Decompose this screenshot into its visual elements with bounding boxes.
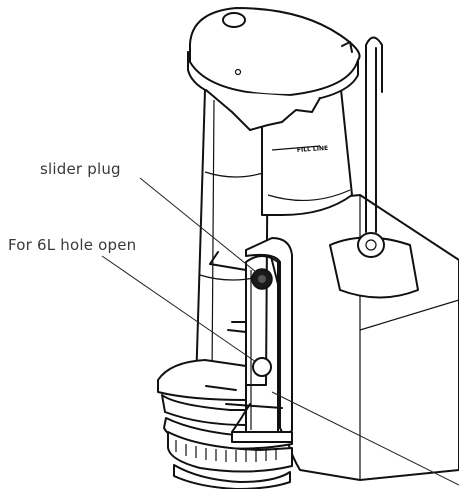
fill-valve-arm [357, 36, 385, 258]
leader-hole-open [101, 255, 257, 363]
hole-open-label: For 6L hole open [8, 236, 137, 254]
hole-6l [252, 357, 272, 377]
valve-base [157, 359, 293, 490]
top-cap [187, 7, 361, 131]
slider-plate [245, 255, 279, 433]
leader-slider-plug [139, 177, 257, 273]
overflow-tube [195, 89, 269, 386]
leader-slider [271, 391, 459, 486]
fill-line-marking: FILL LINE [297, 145, 329, 154]
latch-clip [231, 403, 293, 443]
slider-plug-label: slider plug [40, 160, 121, 178]
